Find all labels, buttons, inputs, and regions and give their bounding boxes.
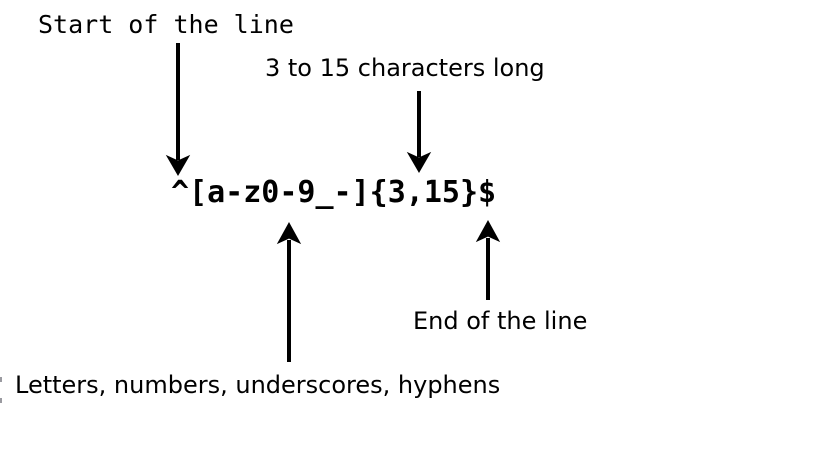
label-start-of-line: Start of the line: [38, 10, 294, 39]
label-end-of-line: End of the line: [413, 307, 588, 335]
left-edge-artifact: [0, 377, 2, 382]
regex-pattern: ^[a-z0-9_-]{3,15}$: [171, 175, 497, 210]
arrow-up-end-of-line-icon: [475, 219, 501, 300]
arrow-down-start-of-line-icon: [165, 43, 191, 176]
arrow-up-char-class-icon: [276, 221, 302, 362]
label-char-class: Letters, numbers, underscores, hyphens: [15, 371, 501, 399]
left-edge-artifact: [0, 398, 2, 403]
label-length: 3 to 15 characters long: [265, 54, 545, 82]
arrow-down-length-icon: [406, 91, 432, 173]
